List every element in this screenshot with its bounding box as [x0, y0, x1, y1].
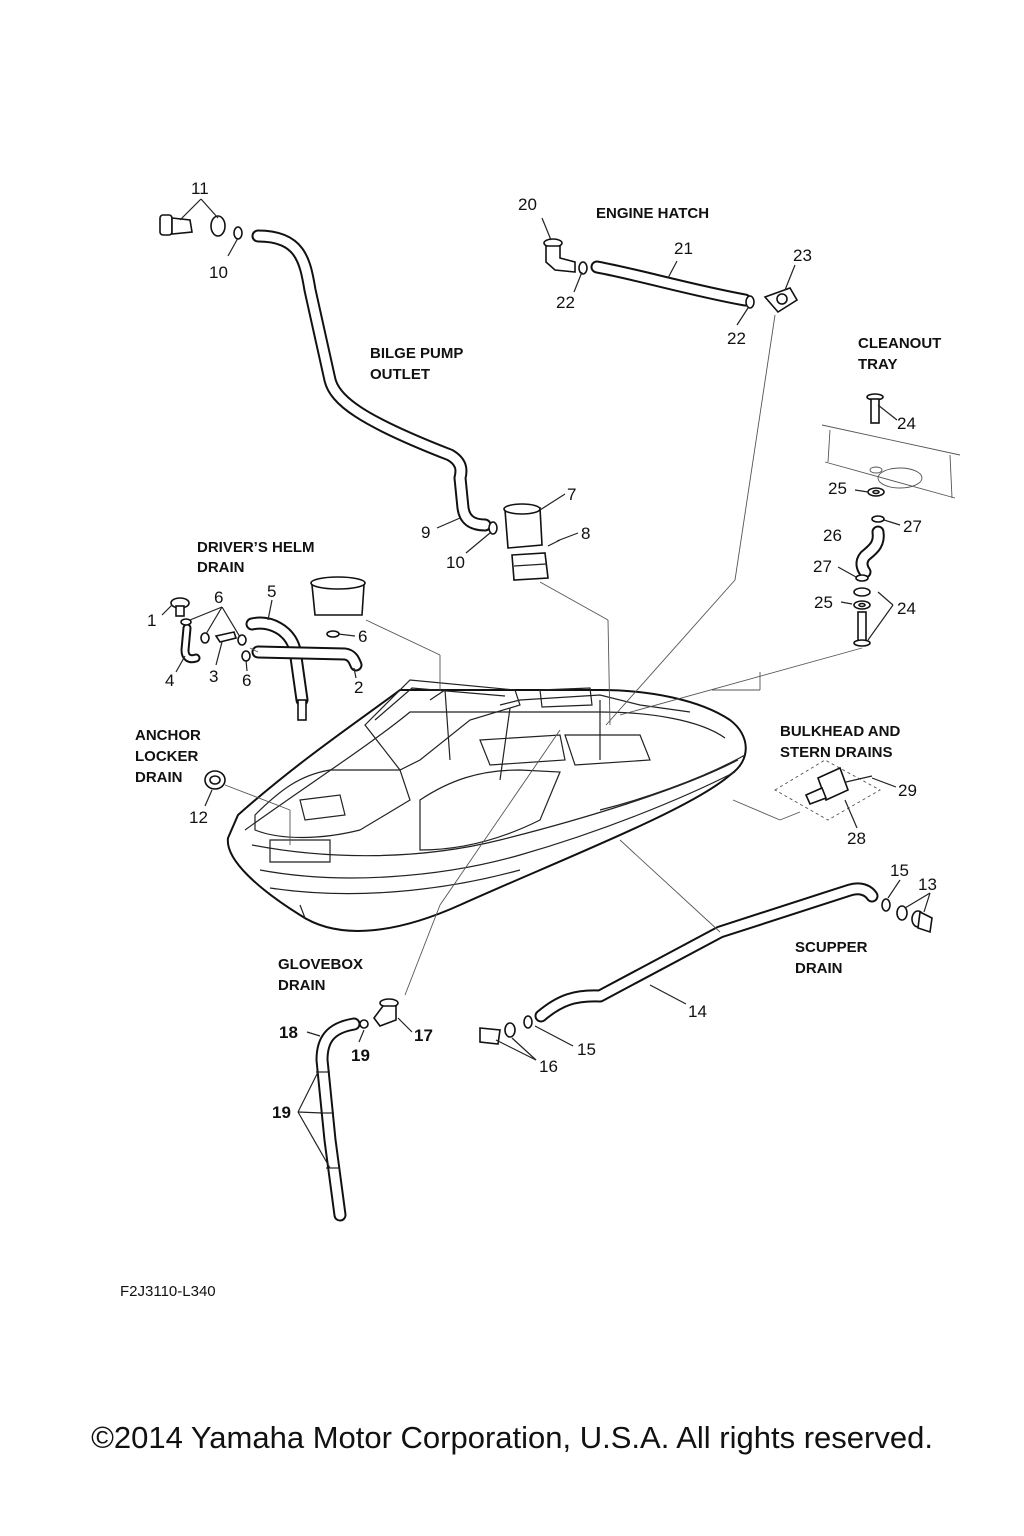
- callout-6: 6: [358, 627, 367, 646]
- callout-19: 19: [351, 1046, 370, 1065]
- callout-23: 23: [793, 246, 812, 265]
- callout-4: 4: [165, 671, 174, 690]
- callout-5: 5: [267, 582, 276, 601]
- callout-22: 22: [727, 329, 746, 348]
- label-drivers-helm-line1: DRIVER’S HELM: [197, 539, 315, 556]
- callout-20: 20: [518, 195, 537, 214]
- label-bilge-pump-line1: BILGE PUMP: [370, 345, 463, 362]
- callout-25: 25: [814, 593, 833, 612]
- label-scupper-line1: SCUPPER: [795, 939, 868, 956]
- callout-12: 12: [189, 808, 208, 827]
- callout-2: 2: [354, 678, 363, 697]
- callout-11: 11: [191, 179, 209, 198]
- label-scupper-line2: DRAIN: [795, 960, 843, 977]
- callout-26: 26: [823, 526, 842, 545]
- hoses: [180, 229, 885, 1222]
- callout-15: 15: [577, 1040, 596, 1059]
- callout-29: 29: [898, 781, 917, 800]
- label-anchor-line2: LOCKER: [135, 748, 199, 765]
- label-anchor-line1: ANCHOR: [135, 727, 201, 744]
- callout-6: 6: [214, 588, 223, 607]
- callout-16: 16: [539, 1057, 558, 1076]
- label-bulkhead-line1: BULKHEAD AND: [780, 723, 900, 740]
- callout-1: 1: [147, 611, 156, 630]
- callout-27: 27: [903, 517, 922, 536]
- callout-24: 24: [897, 414, 916, 433]
- callout-10: 10: [446, 553, 465, 572]
- callout-7: 7: [567, 485, 576, 504]
- callout-13: 13: [918, 875, 937, 894]
- callout-15: 15: [890, 861, 909, 880]
- label-engine-hatch: ENGINE HATCH: [596, 205, 709, 222]
- callout-25: 25: [828, 479, 847, 498]
- callout-numbers: 11 10 20 21 22 22 23 24 25 26 27 27 25 2…: [147, 179, 937, 1122]
- callout-14: 14: [688, 1002, 707, 1021]
- label-cleanout-line2: TRAY: [858, 356, 897, 373]
- label-anchor-line3: DRAIN: [135, 769, 183, 786]
- callout-19: 19: [272, 1103, 291, 1122]
- section-labels: ENGINE HATCH BILGE PUMP OUTLET CLEANOUT …: [135, 205, 941, 994]
- label-drivers-helm-line2: DRAIN: [197, 559, 245, 576]
- callout-27: 27: [813, 557, 832, 576]
- label-cleanout-line1: CLEANOUT: [858, 335, 941, 352]
- callout-17: 17: [414, 1026, 433, 1045]
- callout-22: 22: [556, 293, 575, 312]
- parts: [159, 214, 961, 1169]
- callout-9: 9: [421, 523, 430, 542]
- callout-18: 18: [279, 1023, 298, 1042]
- leader-lines: [161, 198, 931, 1169]
- label-glovebox-line2: DRAIN: [278, 977, 326, 994]
- callout-8: 8: [581, 524, 590, 543]
- callout-3: 3: [209, 667, 218, 686]
- boat-hull: [226, 679, 747, 932]
- label-glovebox-line1: GLOVEBOX: [278, 956, 363, 973]
- copyright-notice: ©2014 Yamaha Motor Corporation, U.S.A. A…: [91, 1420, 933, 1455]
- callout-10: 10: [209, 263, 228, 282]
- callout-28: 28: [847, 829, 866, 848]
- callout-21: 21: [674, 239, 693, 258]
- label-bilge-pump-line2: OUTLET: [370, 366, 430, 383]
- label-bulkhead-line2: STERN DRAINS: [780, 744, 893, 761]
- figure-code: F2J3110-L340: [120, 1283, 216, 1300]
- callout-6: 6: [242, 671, 251, 690]
- callout-24: 24: [897, 599, 916, 618]
